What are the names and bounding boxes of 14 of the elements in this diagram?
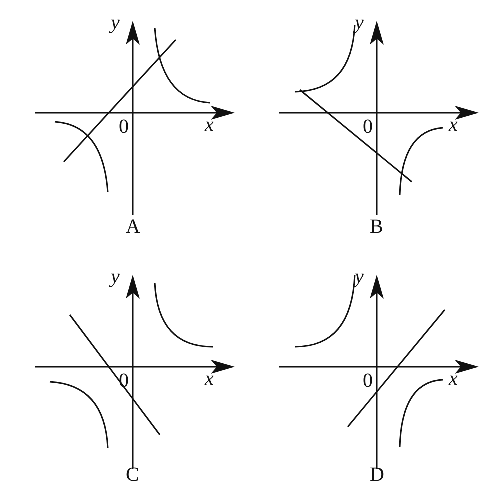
option-label: C [126, 465, 140, 482]
axis-label: x [449, 369, 458, 389]
axis-label: y [355, 13, 364, 33]
axis-label: x [205, 115, 214, 135]
axis-label: x [205, 369, 214, 389]
option-label: B [370, 217, 384, 237]
origin-label: 0 [119, 117, 129, 137]
origin-label: 0 [363, 371, 373, 391]
axis-label: y [111, 267, 120, 287]
option-label: A [126, 217, 140, 237]
axis-label: x [449, 115, 458, 135]
axis-label: y [111, 13, 120, 33]
option-label: D [370, 465, 384, 482]
origin-label: 0 [363, 117, 373, 137]
